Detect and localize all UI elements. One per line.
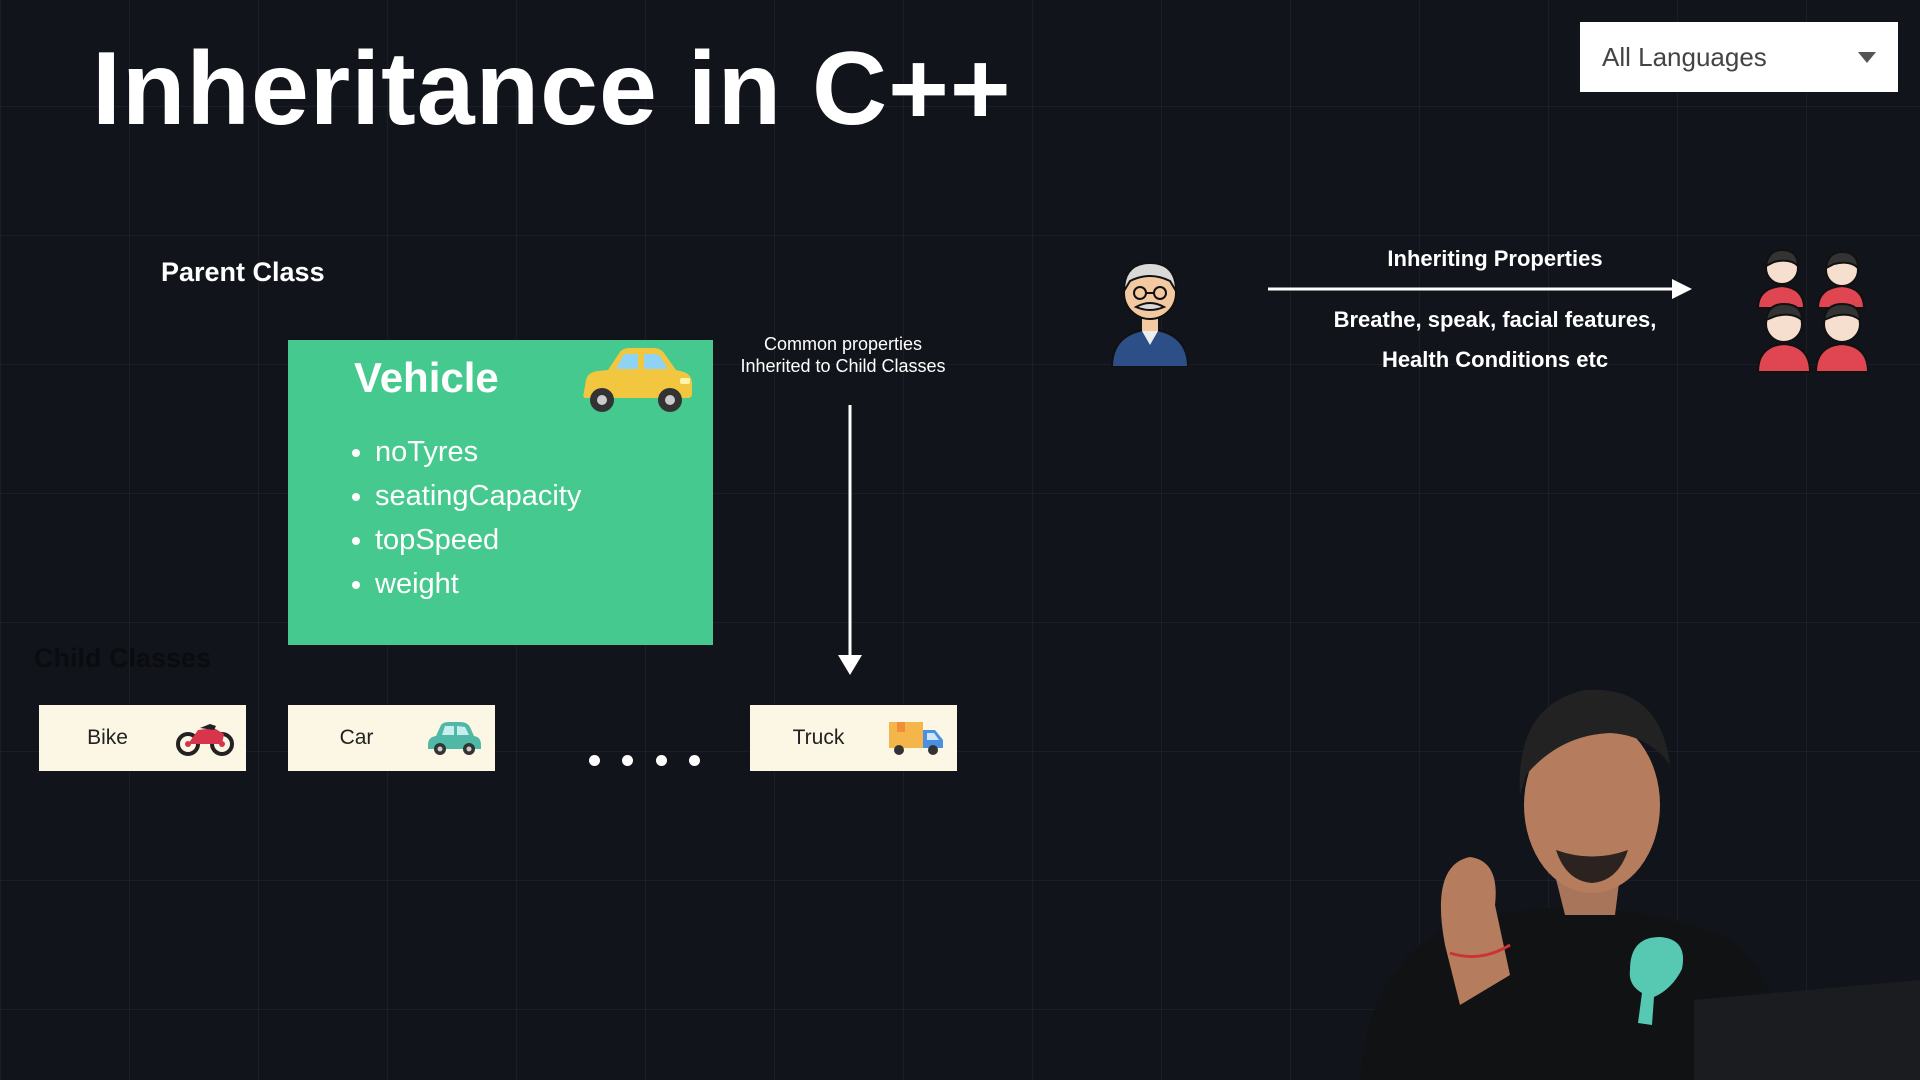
common-properties-line: Inherited to Child Classes	[740, 356, 946, 376]
child-class-bike: Bike	[39, 705, 246, 771]
child-class-label: Truck	[792, 726, 845, 749]
motorbike-icon	[176, 724, 234, 756]
vehicle-class-name: Vehicle	[354, 354, 499, 401]
property-item: noTyres	[375, 430, 581, 474]
child-classes-label: Child Classes	[34, 643, 212, 673]
delivery-truck-icon	[889, 722, 943, 755]
down-arrow-icon	[838, 405, 862, 675]
child-class-truck: Truck	[750, 705, 957, 771]
ellipsis-dot	[589, 755, 600, 766]
car-icon	[583, 348, 692, 412]
property-item: weight	[375, 562, 581, 606]
child-class-car: Car	[288, 705, 495, 771]
common-properties-note: Common properties Inherited to Child Cla…	[712, 333, 974, 377]
inheriting-properties-title: Inheriting Properties	[1387, 246, 1603, 271]
ellipsis-dot	[622, 755, 633, 766]
presenter-video	[1360, 689, 1920, 1080]
grandfather-icon	[1110, 261, 1190, 367]
inheriting-properties-description: Breathe, speak, facial features, Health …	[1292, 300, 1698, 380]
ellipsis-dot	[689, 755, 700, 766]
right-arrow-icon	[1268, 279, 1692, 299]
child-class-label: Car	[339, 726, 374, 749]
language-select[interactable]: All Languages	[1580, 22, 1898, 92]
language-select-value: All Languages	[1602, 41, 1767, 72]
parent-class-label: Parent Class	[161, 257, 325, 287]
car-icon	[428, 722, 481, 755]
child-class-label: Bike	[87, 726, 128, 749]
property-item: topSpeed	[375, 518, 581, 562]
family-group-icon	[1756, 248, 1870, 373]
inheriting-properties-line: Breathe, speak, facial features,	[1333, 307, 1657, 332]
vehicle-property-list: noTyres seatingCapacity topSpeed weight	[353, 430, 581, 606]
slide-title: Inheritance in C++	[92, 31, 1012, 147]
property-item: seatingCapacity	[375, 474, 581, 518]
ellipsis-dot	[656, 755, 667, 766]
chevron-down-icon[interactable]	[1858, 51, 1876, 63]
common-properties-line: Common properties	[763, 334, 923, 354]
inheriting-properties-line: Health Conditions etc	[1381, 347, 1609, 372]
vehicle-class-card: Vehicle noTyres seatingCapacity topSpeed…	[288, 340, 713, 645]
